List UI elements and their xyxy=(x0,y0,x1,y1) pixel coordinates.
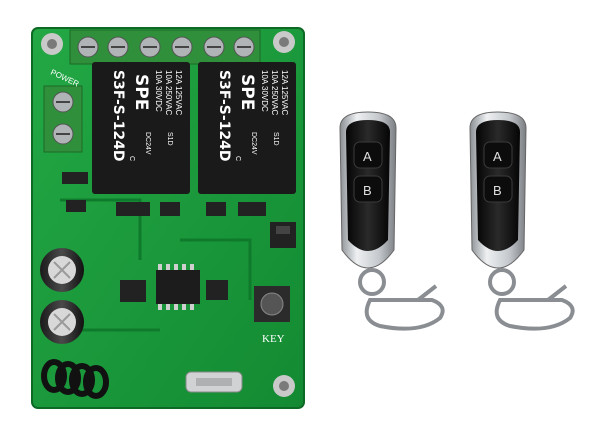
remote-2-button-b-label: B xyxy=(493,183,502,198)
smd-components xyxy=(62,172,266,302)
relay-1-coil: DC24V xyxy=(144,132,151,155)
relay-1-rating-3: 10A 30VDC xyxy=(154,70,163,112)
relay-2-coil: DC24V xyxy=(250,132,257,155)
relay-1-model: S3F-S-124D xyxy=(110,70,126,162)
remote-1-button-a: A xyxy=(353,141,383,169)
capacitor xyxy=(40,248,84,292)
capacitor xyxy=(40,300,84,344)
remote-1-keychain xyxy=(358,268,445,331)
output-terminal-block xyxy=(69,29,261,65)
remote-1-button-a-label: A xyxy=(363,149,372,164)
relay-1-rating-1: 12A 125VAC xyxy=(174,70,183,115)
remote-control-2: A B xyxy=(469,111,575,331)
remote-2-button-a-label: A xyxy=(493,149,502,164)
mounting-hole xyxy=(41,33,63,55)
crystal-oscillator xyxy=(185,371,243,393)
remote-2-button-b: B xyxy=(483,175,513,203)
key-label: KEY xyxy=(262,333,285,345)
relay-1-brand: SPE xyxy=(131,74,151,110)
remote-1-button-b-label: B xyxy=(363,183,372,198)
remote-2-keychain xyxy=(488,268,575,331)
relay-2-pin: S1D xyxy=(272,132,279,146)
relay-2-rating-2: 10A 250VAC xyxy=(270,70,279,115)
power-terminal-block xyxy=(43,85,83,153)
relay-1-contact: C xyxy=(128,156,135,161)
ic-chip xyxy=(156,264,200,310)
receiver-board: POWER 12A 125VAC 10A 250VAC 10A 30VDC SP… xyxy=(31,27,305,409)
antenna-coil xyxy=(41,359,109,399)
relay-2-model: S3F-S-124D xyxy=(216,70,232,162)
relay-1-pin: S1D xyxy=(166,132,173,146)
relay-1-rating-2: 10A 250VAC xyxy=(164,70,173,115)
relay-1: 12A 125VAC 10A 250VAC 10A 30VDC SPE S3F-… xyxy=(92,62,190,194)
mounting-hole xyxy=(273,375,295,397)
jumper-header xyxy=(270,222,296,248)
relay-2: 12A 125VAC 10A 250VAC 10A 30VDC SPE S3F-… xyxy=(198,62,296,194)
relay-2-rating-3: 10A 30VDC xyxy=(260,70,269,112)
remote-1-button-b: B xyxy=(353,175,383,203)
mounting-hole xyxy=(273,31,295,53)
learn-key-button xyxy=(254,286,290,322)
remote-2-button-a: A xyxy=(483,141,513,169)
relay-2-brand: SPE xyxy=(237,74,257,110)
relay-2-contact: C xyxy=(234,156,241,161)
remote-control-1: A B xyxy=(339,111,445,331)
relay-2-rating-1: 12A 125VAC xyxy=(280,70,289,115)
